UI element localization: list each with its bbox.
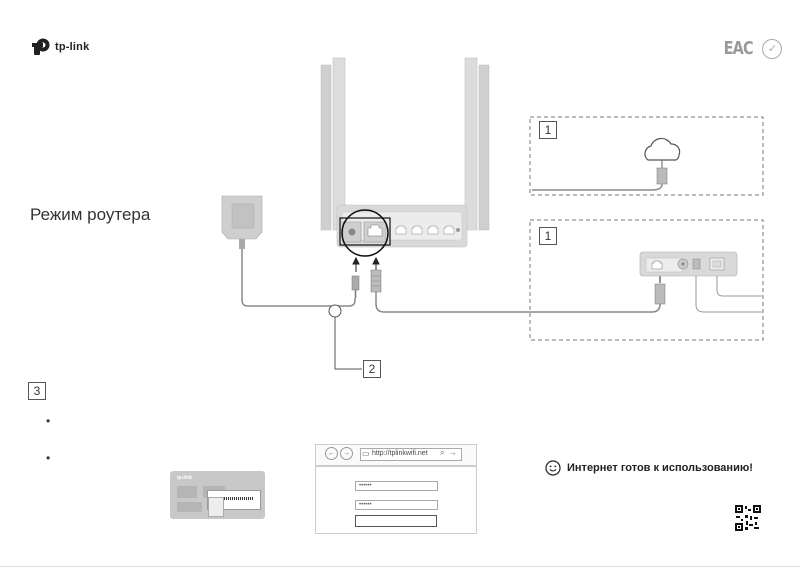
- router-antenna-left: [320, 57, 346, 231]
- label-card-block: [177, 486, 197, 498]
- ethernet-plug-router: [370, 269, 382, 293]
- bullet-point: •: [46, 414, 51, 428]
- modem-device: [639, 251, 738, 277]
- forward-icon: →: [340, 447, 353, 460]
- label-card-qr: [208, 497, 224, 517]
- browser-address-field[interactable]: [360, 448, 462, 461]
- ethernet-cable: [375, 292, 661, 313]
- mode-title: Режим роутера: [30, 205, 151, 224]
- cloud-icon: [644, 137, 681, 161]
- eac-mark: EAC: [723, 38, 754, 59]
- step-power-number: 2: [363, 360, 381, 378]
- power-cable: [241, 249, 356, 307]
- step-connect-number: 3: [28, 382, 46, 400]
- internet-dashed-box: [529, 116, 764, 196]
- brand-logo: tp-link: [30, 38, 89, 56]
- page-icon: ▭: [362, 449, 370, 458]
- router-body: [336, 204, 468, 248]
- step-modem-number: 1: [539, 227, 557, 245]
- router-antenna-right: [464, 57, 490, 231]
- back-icon: ←: [325, 447, 338, 460]
- internet-ready-text: Интернет готов к использованию!: [567, 462, 753, 474]
- power-plug: [351, 275, 360, 298]
- port-highlight-circle: [341, 209, 389, 257]
- brand-name: tp-link: [55, 41, 90, 53]
- go-arrow-icon: →: [449, 448, 457, 457]
- router-lan-ports: [395, 225, 455, 235]
- modem-dashed-box: [529, 219, 764, 341]
- port-highlight: [339, 217, 391, 246]
- tp-link-logo-icon: [32, 38, 50, 55]
- smiley-icon: [545, 460, 561, 476]
- qr-code: [735, 505, 761, 531]
- check-circle-icon: ✓: [762, 38, 783, 59]
- confirm-password-field[interactable]: ••••••: [355, 500, 438, 510]
- label-card-block: [177, 502, 202, 512]
- browser-url-text: http://tplinkwifi.net: [372, 450, 428, 457]
- label-card-brand: tp-link: [177, 475, 192, 481]
- certification-marks: EAC ✓: [720, 38, 783, 59]
- internet-ready-status: Интернет готов к использованию!: [545, 460, 753, 476]
- bullet-point: •: [46, 451, 51, 465]
- search-icon: ⌕: [440, 448, 445, 457]
- power-adapter: [221, 195, 263, 249]
- step-2-callout-line: [334, 317, 362, 370]
- password-field[interactable]: ••••••: [355, 481, 438, 491]
- bottom-divider: [0, 566, 800, 567]
- router-label-card: tp-link: [170, 471, 265, 519]
- lets-get-started-button[interactable]: [355, 515, 437, 527]
- insert-arrows: [352, 256, 664, 283]
- step-internet-number: 1: [539, 121, 557, 139]
